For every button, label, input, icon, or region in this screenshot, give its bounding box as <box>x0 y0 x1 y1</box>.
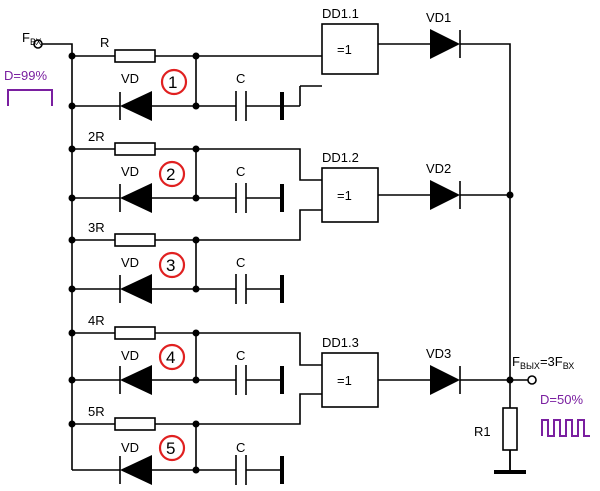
branch-diode-1 <box>120 91 152 121</box>
branch-3: 3R VD C 3 <box>68 209 322 304</box>
svg-text:2: 2 <box>166 165 175 184</box>
input-label: FВХ <box>22 30 42 47</box>
output-waveform <box>541 419 590 437</box>
capacitor-4 <box>235 365 247 395</box>
branch-badge-4 <box>158 343 186 371</box>
svg-text:R1: R1 <box>474 424 491 439</box>
output-duty-label: D=50% <box>540 392 583 407</box>
gate-dd1-2: DD1.2 =1 <box>321 150 379 223</box>
cap-label-5: C <box>236 440 245 455</box>
branch-badge-5 <box>158 434 186 462</box>
branch-diode-3 <box>120 274 152 304</box>
capacitor-5 <box>235 455 247 485</box>
branch-diode-2 <box>120 183 152 213</box>
svg-text:1: 1 <box>168 73 177 92</box>
resistor-r <box>114 49 156 63</box>
cap-label-4: C <box>236 348 245 363</box>
resistor-label-5r: 5R <box>88 404 105 419</box>
out-diode-vd3: VD3 <box>378 346 514 395</box>
cap-label-1: C <box>236 71 245 86</box>
out-diode-vd1: VD1 <box>378 10 511 470</box>
gate-dd1-3: DD1.3 =1 <box>321 335 379 408</box>
gate-func-3: =1 <box>337 373 352 388</box>
branch-badge-2 <box>158 160 186 188</box>
capacitor-2 <box>235 183 247 213</box>
branch-diode-label-2: VD <box>121 164 139 179</box>
branch-badge-3 <box>158 251 186 279</box>
branch-badge-1 <box>160 68 188 96</box>
gate-dd1-1: DD1.1 =1 <box>321 6 379 75</box>
cap-label-2: C <box>236 164 245 179</box>
svg-text:VD1: VD1 <box>426 10 451 25</box>
gate-name-3: DD1.3 <box>322 335 359 350</box>
svg-text:VD2: VD2 <box>426 161 451 176</box>
resistor-label-4r: 4R <box>88 313 105 328</box>
branch-4: 4R VD C 4 <box>68 313 322 395</box>
branch-diode-label-3: VD <box>121 255 139 270</box>
input-bus <box>42 43 73 470</box>
gate-func-2: =1 <box>337 188 352 203</box>
resistor-label-2r: 2R <box>88 129 105 144</box>
capacitor-1 <box>235 91 247 121</box>
gate-name-2: DD1.2 <box>322 150 359 165</box>
output-terminal <box>527 375 537 385</box>
resistor-label-3r: 3R <box>88 220 105 235</box>
branch-diode-label-5: VD <box>121 440 139 455</box>
resistor-3r <box>114 233 156 247</box>
output-label: FВЫХ=3FВХ <box>512 354 574 371</box>
branch-diode-5 <box>120 455 152 485</box>
branch-diode-label-1: VD <box>121 71 139 86</box>
input-duty-label: D=99% <box>4 68 47 83</box>
input-waveform <box>7 89 53 106</box>
branch-diode-label-4: VD <box>121 348 139 363</box>
gate-name-1: DD1.1 <box>322 6 359 21</box>
resistor-5r <box>114 417 156 431</box>
resistor-2r <box>114 142 156 156</box>
branch-2: 2R VD C 2 <box>68 129 322 213</box>
load-resistor-r1: R1 <box>474 407 526 474</box>
out-diode-vd2: VD2 <box>378 161 514 210</box>
gate-func-1: =1 <box>337 42 352 57</box>
branch-1: R VD C 1 <box>68 35 322 121</box>
svg-text:4: 4 <box>166 348 175 367</box>
branch-5: 5R VD C 5 <box>68 393 322 485</box>
resistor-4r <box>114 326 156 340</box>
resistor-label-r: R <box>100 35 109 50</box>
branch-diode-4 <box>120 365 152 395</box>
capacitor-3 <box>235 274 247 304</box>
cap-label-3: C <box>236 255 245 270</box>
svg-text:VD3: VD3 <box>426 346 451 361</box>
svg-text:5: 5 <box>166 439 175 458</box>
svg-text:3: 3 <box>166 256 175 275</box>
